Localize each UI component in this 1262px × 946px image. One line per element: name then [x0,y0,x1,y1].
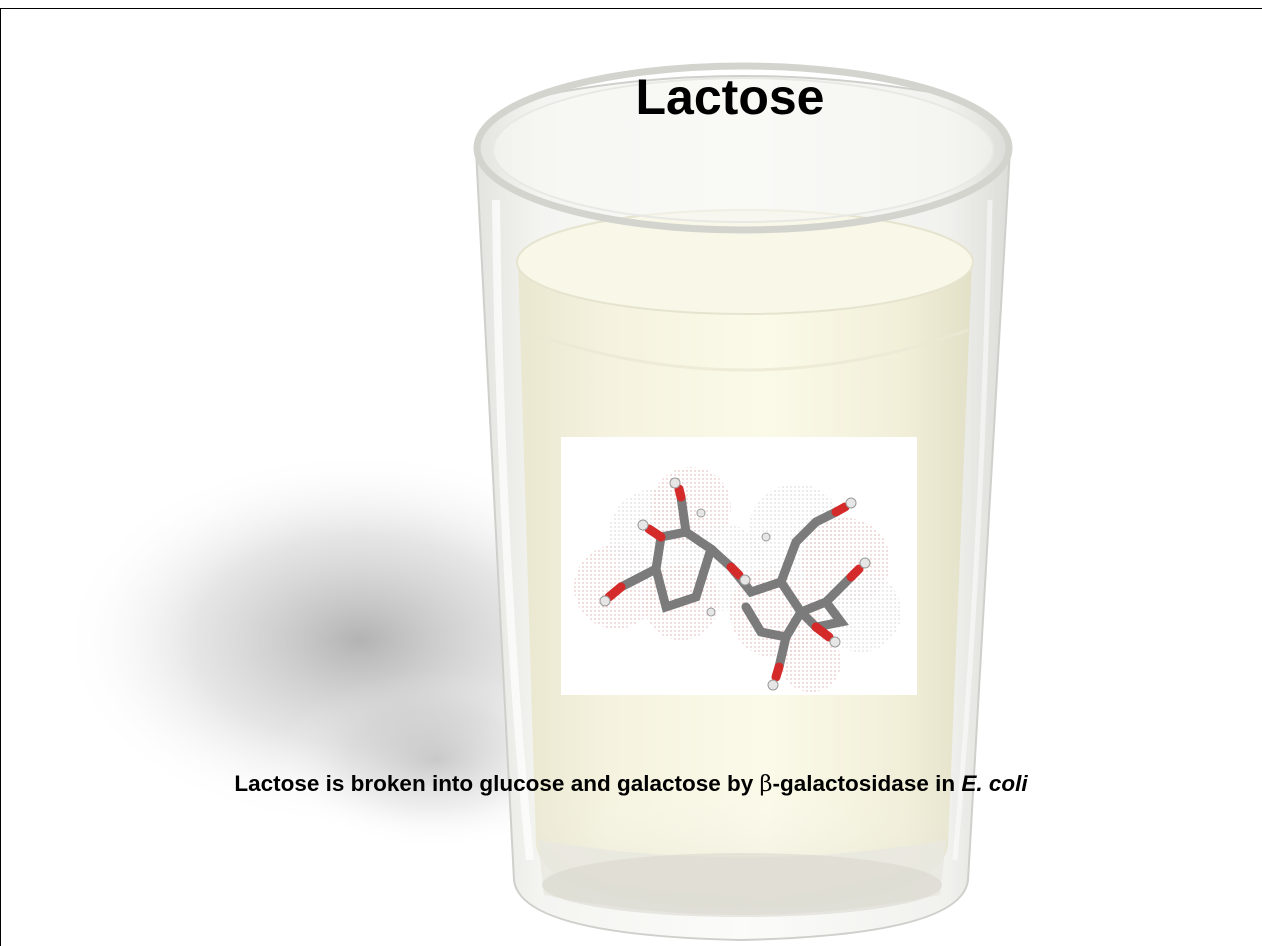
caption-text-enzyme: -galactosidase in [772,771,962,796]
lactose-molecule-icon [574,467,901,692]
slide-caption: Lactose is broken into glucose and galac… [0,771,1262,797]
slide-title: Lactose [635,69,825,125]
organism-name: E. coli [961,771,1028,796]
beta-symbol: β [759,771,773,797]
molecule-panel [561,437,917,695]
caption-text: Lactose is broken into glucose and galac… [234,771,760,796]
